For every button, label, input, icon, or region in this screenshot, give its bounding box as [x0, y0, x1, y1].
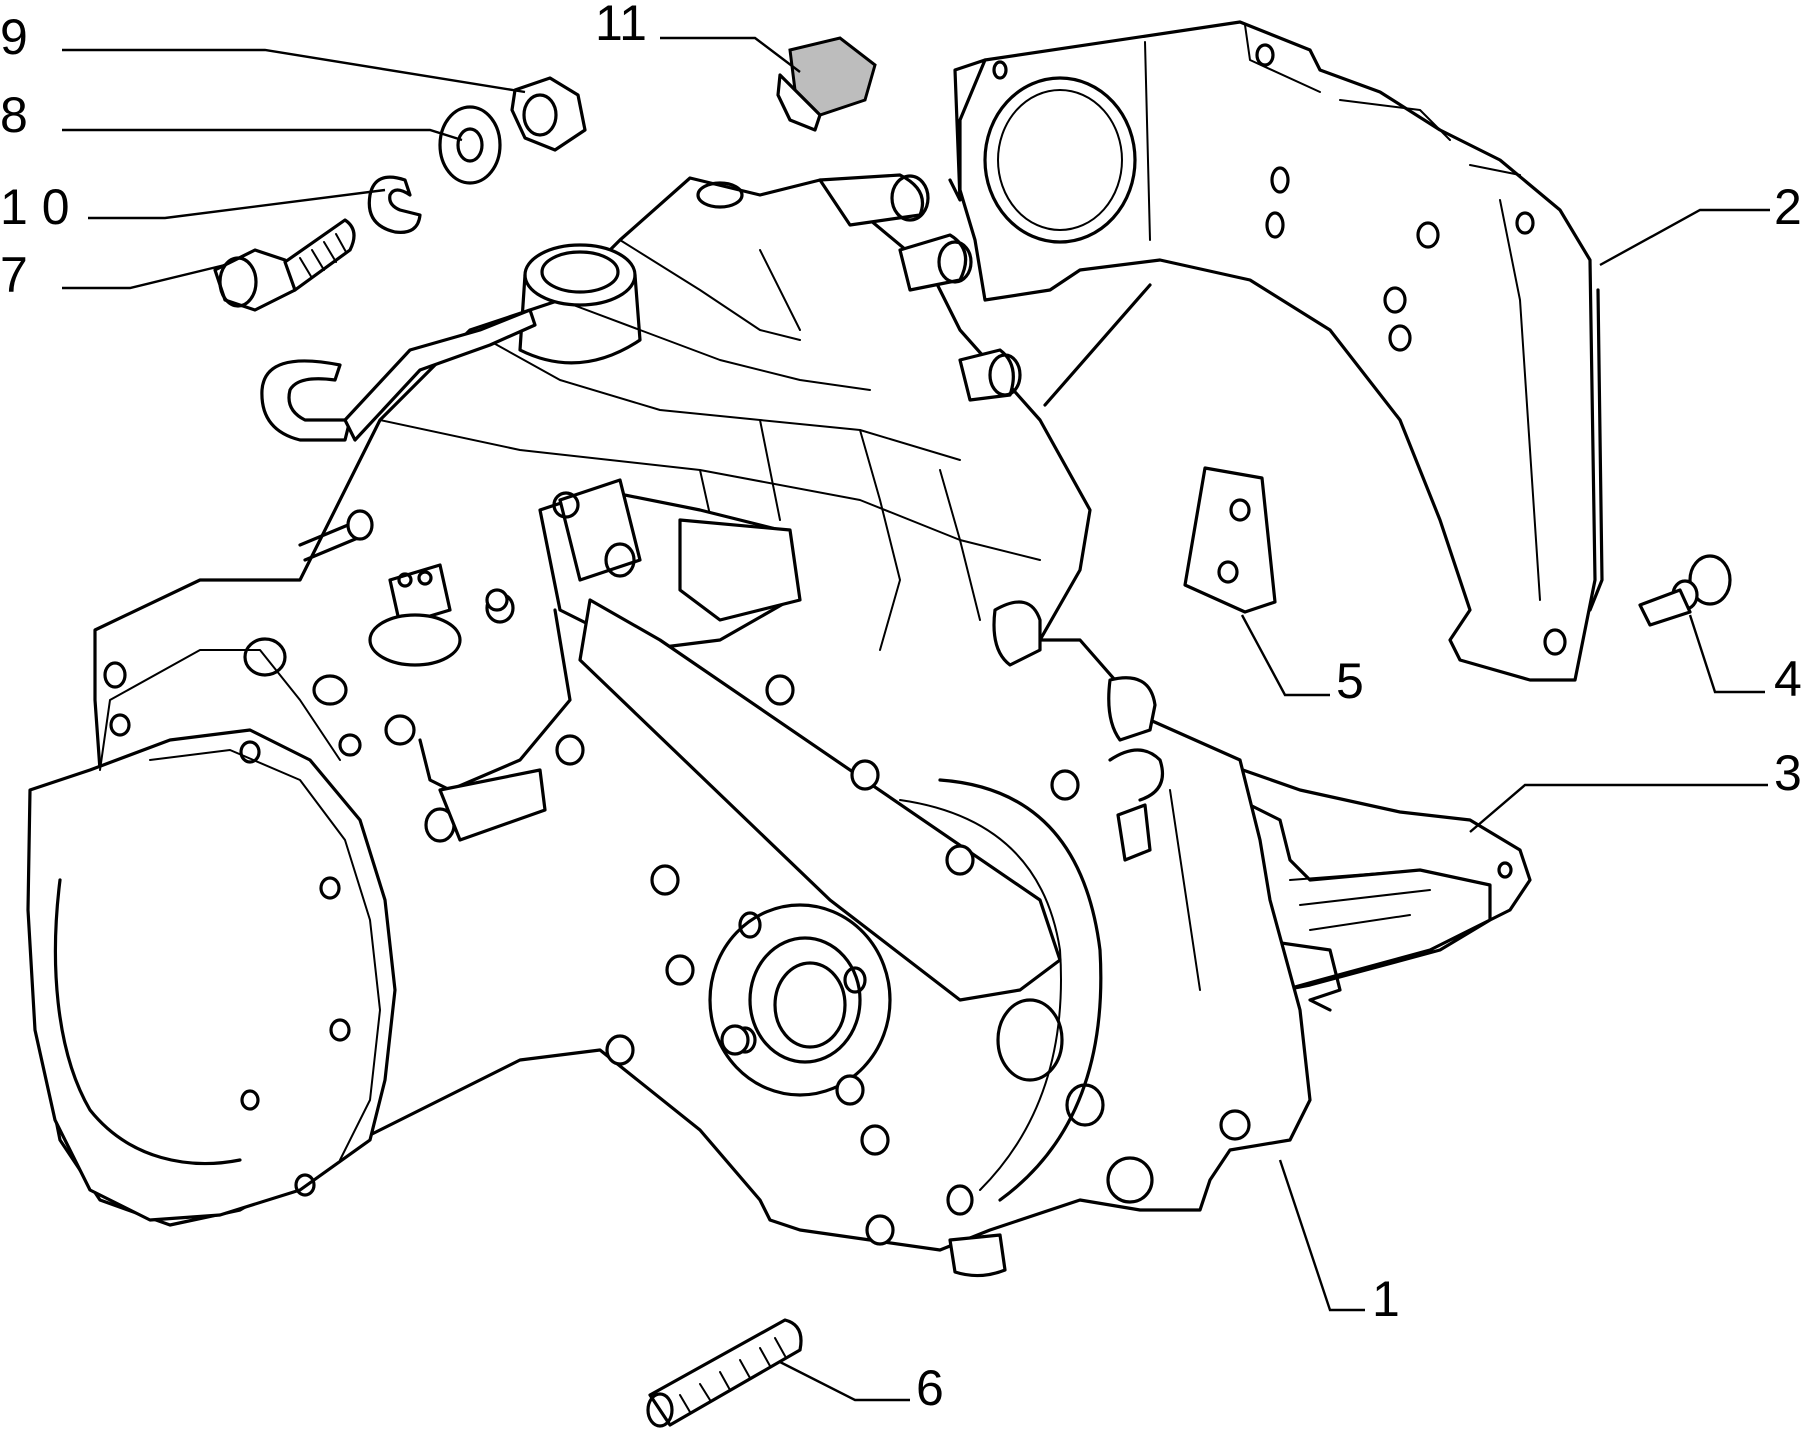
leader-lines [62, 36, 1770, 1402]
callout-2: 2 [1774, 179, 1802, 235]
part-11-mesh-filter [776, 36, 877, 132]
callout-10: 1 0 [0, 179, 70, 235]
part-8-flat-washer [438, 105, 502, 185]
callout-8: 8 [0, 87, 28, 143]
part-7-bolt [213, 218, 356, 312]
part-5-plate [1183, 466, 1277, 614]
part-6-stud [646, 1318, 803, 1428]
part-9-nut [510, 76, 587, 152]
hose-clip [260, 308, 537, 442]
callout-11: 11 [595, 0, 647, 51]
callout-9: 9 [0, 9, 28, 65]
part-1-gearbox-body [26, 173, 1312, 1278]
part-4-small-bolt [1638, 554, 1732, 627]
callout-1: 1 [1372, 1271, 1400, 1327]
part-2-cover-plate [948, 20, 1604, 682]
callout-4: 4 [1774, 651, 1802, 707]
callout-3: 3 [1774, 745, 1802, 801]
part-10-split-washer [367, 175, 422, 234]
callout-5: 5 [1336, 653, 1364, 709]
callout-6: 6 [916, 1360, 944, 1416]
callout-7: 7 [0, 247, 28, 303]
